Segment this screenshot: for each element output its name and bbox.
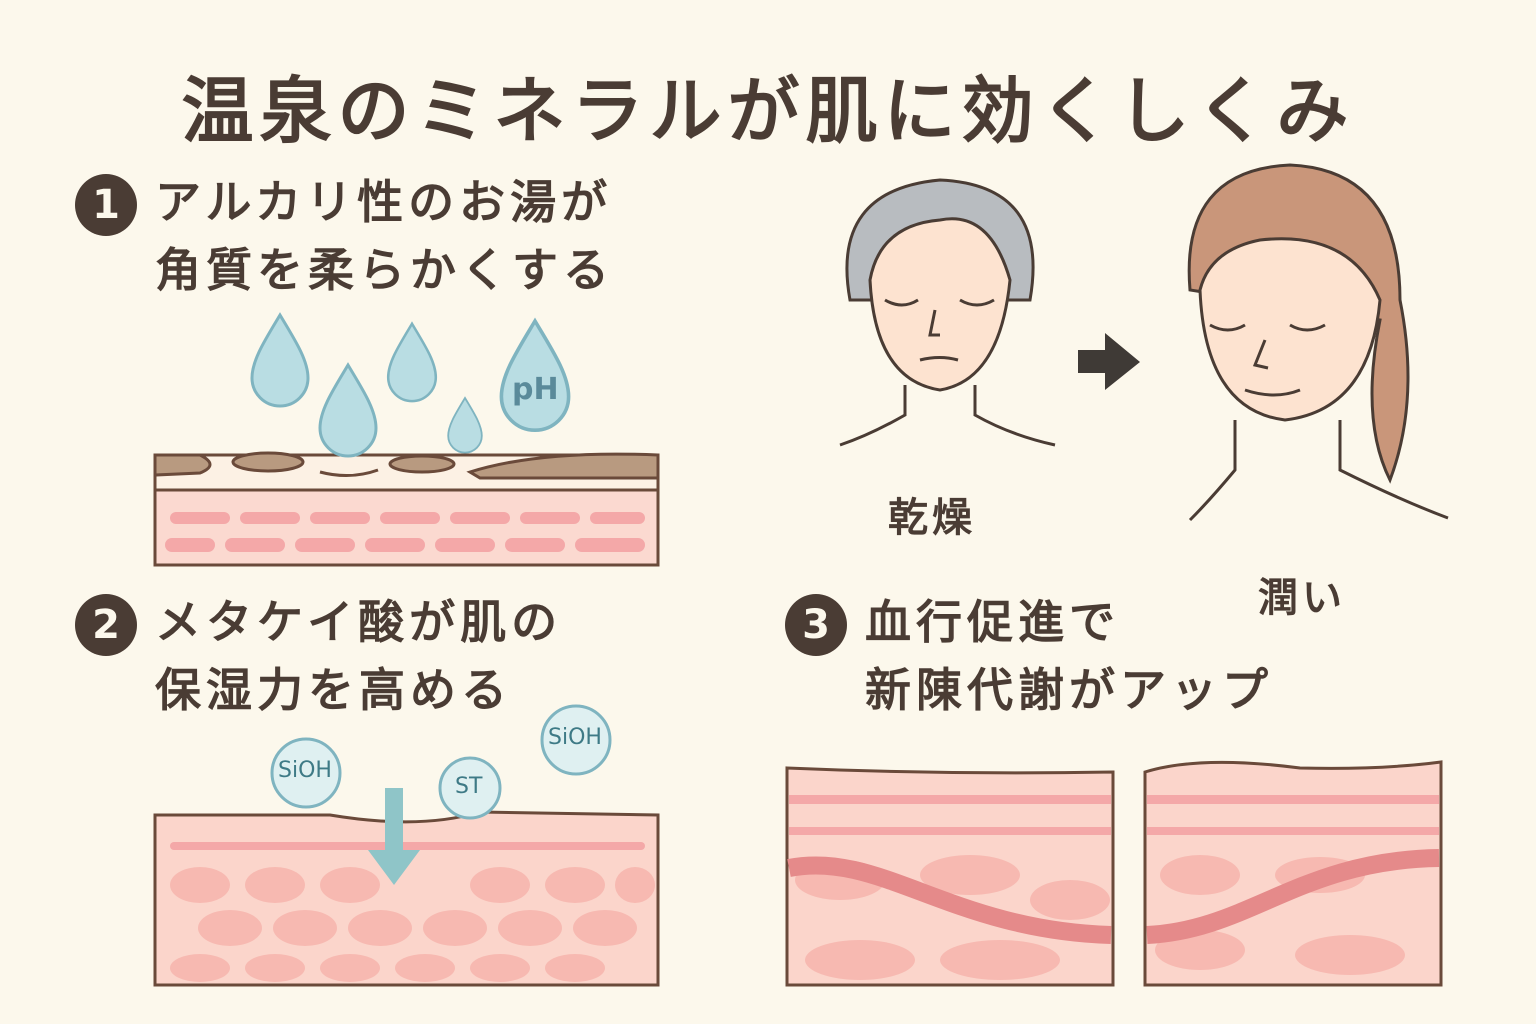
skin-diagram-2 [153,704,660,987]
section-3-heading: 血行促進で 新陳代謝がアップ [865,588,1273,724]
bubble-st: ST [455,774,483,799]
skin-diagram-1 [153,451,660,567]
face-label-moist: 潤い [1258,575,1346,621]
section-1-heading: アルカリ性のお湯が 角質を柔らかくする [155,168,614,304]
bubble-sioh-2: SiOH [548,725,602,750]
face-moist [1187,163,1449,522]
section-1-line1: アルカリ性のお湯が [155,175,613,229]
skin-diagram-3 [785,760,1443,987]
section-3-line2: 新陳代謝がアップ [865,663,1273,717]
page-title: 温泉のミネラルが肌に効くしくみ [181,69,1355,153]
section-2-heading: メタケイ酸が肌の 保湿力を高める [155,588,562,724]
section-1-line2: 角質を柔らかくする [155,243,614,297]
step-number-3: 3 [785,594,847,656]
face-label-dry: 乾燥 [888,495,976,541]
section-3-line1: 血行促進で [865,595,1120,649]
step-number-2: 2 [75,594,137,656]
section-2-line1: メタケイ酸が肌の [155,595,563,649]
down-arrow-icon [368,788,420,885]
arrow-right-icon [1078,333,1140,390]
bubble-sioh-1: SiOH [278,758,332,783]
section-2-line2: 保湿力を高める [155,663,512,717]
step-number-1: 1 [75,174,137,236]
face-dry [839,178,1056,447]
drop-label-ph: pH [512,372,559,407]
